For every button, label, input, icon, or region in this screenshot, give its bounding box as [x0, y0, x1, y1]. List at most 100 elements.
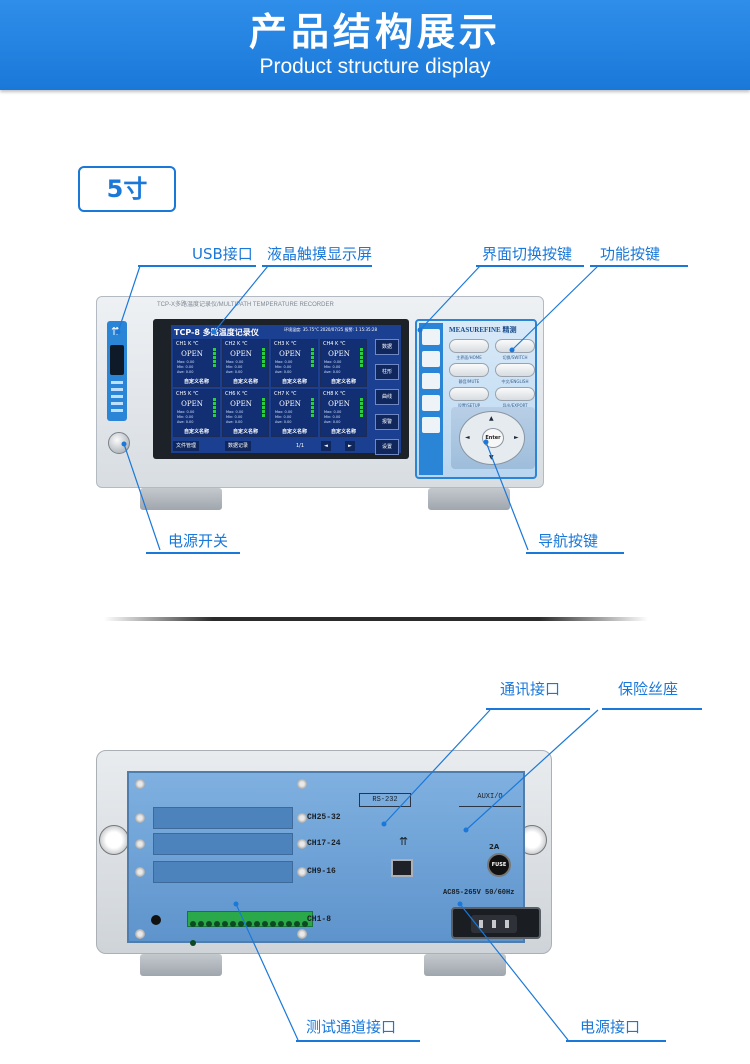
channel-stats: Max: 0.00 Min: 0.00 Ave: 0.00 — [324, 410, 342, 424]
channel-value: OPEN — [230, 400, 252, 408]
level-bars — [213, 398, 216, 418]
usb-port[interactable] — [110, 345, 124, 375]
underline-test — [296, 1040, 420, 1042]
fuse-rating: 2A — [489, 843, 500, 851]
fuse-holder[interactable]: FUSE — [487, 853, 511, 877]
size-badge: 5寸 — [78, 166, 176, 212]
mute-key[interactable] — [449, 363, 489, 377]
channel-card[interactable]: CH7 K ℃ OPEN Max: 0.00 Min: 0.00 Ave: 0.… — [271, 389, 318, 437]
switch-key[interactable] — [422, 351, 440, 367]
level-bars — [360, 398, 363, 418]
channel-name: 自定义名称 — [183, 429, 209, 435]
data-records-button[interactable]: 数据记录 — [225, 441, 252, 451]
label-function-keys: 功能按键 — [600, 245, 661, 263]
ground-terminal — [151, 915, 161, 925]
channel-stats: Max: 0.00 Min: 0.00 Ave: 0.00 — [324, 360, 342, 374]
arrow-left-icon[interactable]: ◄ — [465, 434, 470, 441]
arrow-right-icon[interactable]: ► — [514, 434, 519, 441]
screw — [297, 839, 307, 849]
channel-value: OPEN — [181, 400, 203, 408]
arrow-down-icon[interactable]: ▼ — [489, 454, 494, 461]
export-key-label: 导出/EXPORT — [502, 403, 528, 408]
underline-comm — [486, 708, 590, 710]
channel-header: CH1 K ℃ — [176, 341, 199, 347]
channel-slot-17-24 — [153, 833, 293, 855]
enter-button[interactable]: Enter — [482, 428, 504, 448]
channel-card[interactable]: CH5 K ℃ OPEN Max: 0.00 Min: 0.00 Ave: 0.… — [173, 389, 220, 437]
channel-card[interactable]: CH6 K ℃ OPEN Max: 0.00 Min: 0.00 Ave: 0.… — [222, 389, 269, 437]
slot-label: CH25-32 — [307, 813, 341, 822]
power-button[interactable] — [108, 432, 130, 454]
rear-foot-right — [424, 954, 506, 976]
channel-name: 自定义名称 — [183, 379, 209, 385]
label-switch-keys: 界面切换按键 — [482, 245, 573, 263]
screen-tab-curve[interactable]: 曲线 — [375, 389, 399, 405]
ac-rating: AC85-265V 50/60Hz — [443, 889, 515, 897]
rs232-label: RS-232 — [359, 793, 411, 807]
underline-lcd — [262, 265, 372, 267]
screw — [135, 839, 145, 849]
socket-pin — [479, 920, 483, 928]
underline-power-port — [566, 1040, 666, 1042]
language-key[interactable] — [495, 363, 535, 377]
label-power-switch: 电源开关 — [168, 532, 229, 550]
channel-value: OPEN — [181, 350, 203, 358]
channel-card[interactable]: CH3 K ℃ OPEN Max: 0.00 Min: 0.00 Ave: 0.… — [271, 339, 318, 387]
label-power-port: 电源接口 — [580, 1018, 641, 1036]
screw — [135, 867, 145, 877]
label-usb-port: USB接口 — [192, 245, 253, 263]
rear-foot-left — [140, 954, 222, 976]
file-manager-button[interactable]: 文件管理 — [173, 441, 200, 451]
switch-key[interactable] — [422, 417, 440, 433]
ac-power-socket[interactable] — [451, 907, 541, 939]
channel-card[interactable]: CH2 K ℃ OPEN Max: 0.00 Min: 0.00 Ave: 0.… — [222, 339, 269, 387]
screen-footer: 文件管理 数据记录 1/1 ◄ ► — [173, 441, 373, 451]
setup-key[interactable] — [449, 387, 489, 401]
brand-logo: MEASUREFINE 精测 — [449, 326, 517, 334]
prev-page-button[interactable]: ◄ — [321, 441, 331, 451]
model-header-text: TCP-X多路温度记录仪/MULTIPATH TEMPERATURE RECOR… — [157, 302, 334, 308]
home-key-label: 主界面/HOME — [456, 355, 482, 360]
screw — [135, 779, 145, 789]
next-page-button[interactable]: ► — [345, 441, 355, 451]
screen-tab-settings[interactable]: 设置 — [375, 439, 399, 455]
channel-stats: Max: 0.00 Min: 0.00 Ave: 0.00 — [177, 410, 195, 424]
device-foot-right — [428, 488, 510, 510]
switch-key[interactable] — [422, 373, 440, 389]
mute-key-label: 静音/MUTE — [458, 379, 480, 384]
arrow-up-icon[interactable]: ▲ — [489, 415, 494, 422]
channel-card[interactable]: CH4 K ℃ OPEN Max: 0.00 Min: 0.00 Ave: 0.… — [320, 339, 367, 387]
export-key[interactable] — [495, 387, 535, 401]
switch-key[interactable] — [422, 395, 440, 411]
level-bars — [262, 348, 265, 368]
switch-key-fn[interactable] — [495, 339, 535, 353]
underline-power — [146, 552, 240, 554]
slot-label: CH9-16 — [307, 867, 336, 876]
label-fuse-holder: 保险丝座 — [618, 680, 679, 698]
channel-card[interactable]: CH1 K ℃ OPEN Max: 0.00 Min: 0.00 Ave: 0.… — [173, 339, 220, 387]
screen-bezel: TCP-8 多路温度记录仪 环境温度: 35.75°C 2020/07/25 报… — [153, 319, 409, 459]
device-foot-left — [140, 488, 222, 510]
screw — [297, 867, 307, 877]
screw — [297, 929, 307, 939]
channel-value: OPEN — [279, 400, 301, 408]
level-bars — [213, 348, 216, 368]
usb-b-port[interactable] — [391, 859, 413, 877]
screen-tab-bar[interactable]: 柱形 — [375, 364, 399, 380]
switch-key[interactable] — [422, 329, 440, 345]
channel-header: CH3 K ℃ — [274, 341, 297, 347]
channel-header: CH6 K ℃ — [225, 391, 248, 397]
section-divider — [104, 617, 648, 621]
screen-tab-data[interactable]: 数据 — [375, 339, 399, 355]
label-comm-port: 通讯接口 — [500, 680, 561, 698]
channel-card[interactable]: CH8 K ℃ OPEN Max: 0.00 Min: 0.00 Ave: 0.… — [320, 389, 367, 437]
usb-icon: ⇈ — [399, 835, 409, 848]
device-rear: CH25-32 CH17-24 CH9-16 CH1-8 RS-232 AUXI… — [96, 750, 552, 954]
home-key[interactable] — [449, 339, 489, 353]
lcd-screen[interactable]: TCP-8 多路温度记录仪 环境温度: 35.75°C 2020/07/25 报… — [171, 325, 401, 455]
test-channel-terminal[interactable] — [187, 911, 313, 946]
screw — [135, 813, 145, 823]
screen-tab-alarm[interactable]: 报警 — [375, 414, 399, 430]
channel-header: CH7 K ℃ — [274, 391, 297, 397]
